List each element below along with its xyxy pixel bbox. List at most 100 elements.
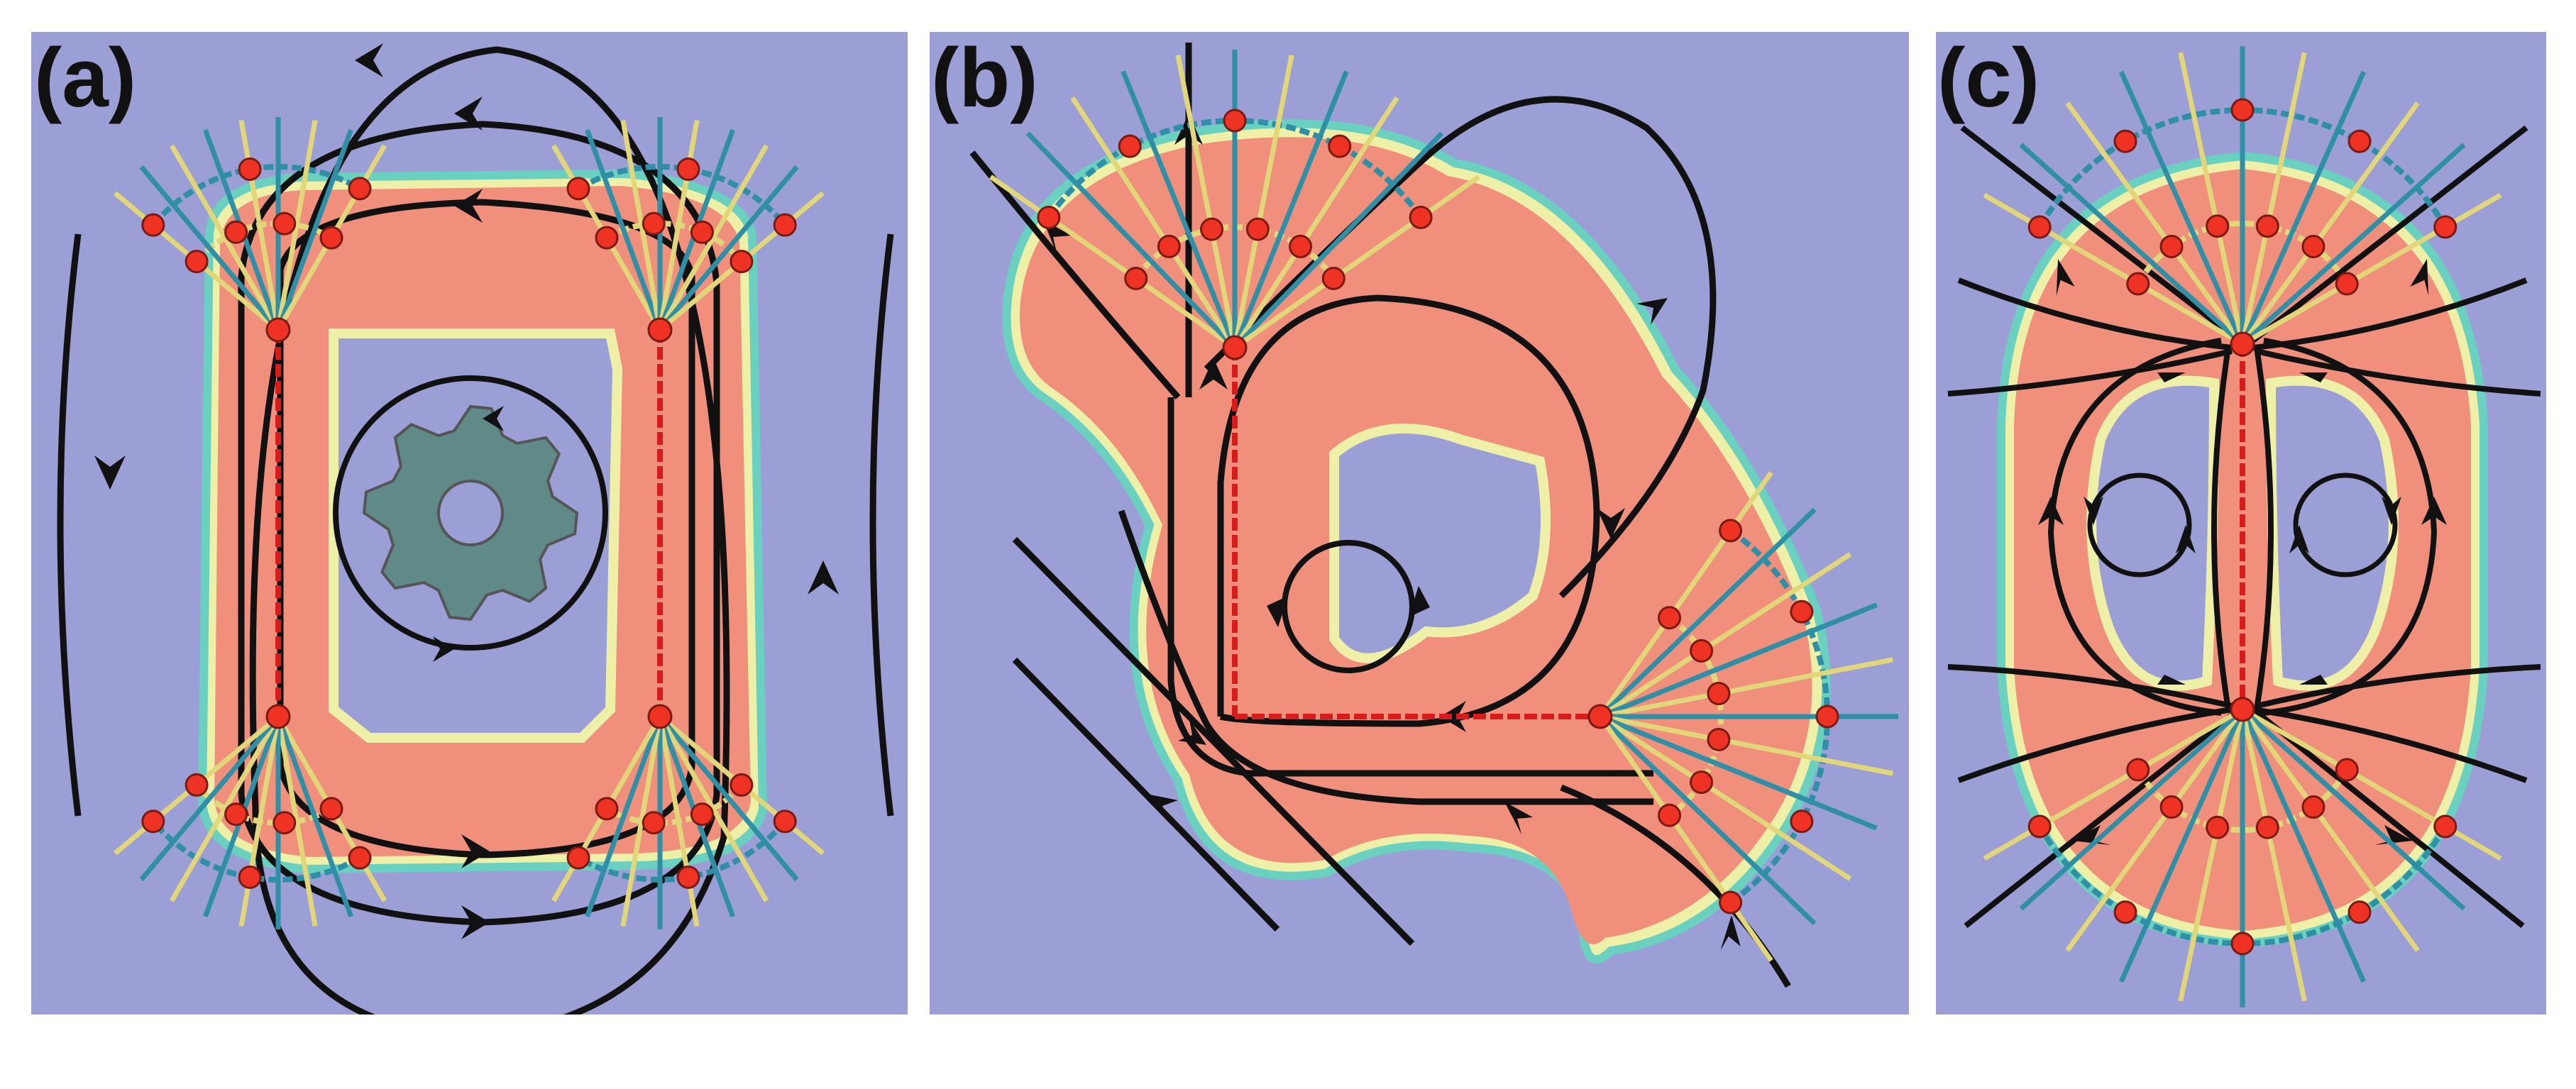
defect-node <box>2027 215 2052 239</box>
defect-lines-b <box>1232 348 1600 719</box>
defect-fans-c <box>1983 46 2502 1007</box>
fan-ray <box>1025 131 1237 350</box>
fan-ray <box>238 119 281 331</box>
defect-node <box>2255 815 2279 839</box>
defect-node-core <box>1587 704 1613 729</box>
panel-label-a: (a) <box>34 31 136 125</box>
defect-node <box>1719 519 1743 543</box>
defect-node <box>2335 758 2359 782</box>
fan-ray <box>2240 143 2466 346</box>
fan-ray <box>2118 708 2245 983</box>
fan-ray <box>2241 707 2502 861</box>
fan-ray <box>1232 55 1294 348</box>
panel-a: (a) <box>31 31 908 1015</box>
defect-node <box>1118 134 1142 158</box>
defect-fans-b <box>989 50 1898 963</box>
fan-ray <box>1599 552 1852 719</box>
defect-node-core <box>2230 331 2255 357</box>
defect-node <box>141 213 165 237</box>
defect-node <box>2255 214 2279 238</box>
fan-ray <box>1232 70 1349 349</box>
defect-node-core <box>2230 697 2255 722</box>
defect-node <box>1200 217 1224 241</box>
panel-label-c: (c) <box>1937 31 2040 125</box>
defect-node <box>1409 205 1433 229</box>
streamlines-c <box>1947 125 2541 929</box>
fan-ray <box>585 715 663 918</box>
defect-node <box>730 250 754 274</box>
fan-ray <box>1598 714 1773 963</box>
defect-node <box>773 213 797 237</box>
panel-b: (b) <box>930 32 1909 1015</box>
defect-node-core <box>265 704 291 729</box>
defect-node <box>2301 234 2325 258</box>
defect-node <box>1157 234 1181 258</box>
fan-ray <box>2178 52 2245 345</box>
defect-node <box>690 220 714 244</box>
defect-node <box>566 177 590 201</box>
defect-node <box>595 797 619 821</box>
defect-node <box>1223 109 1247 133</box>
defect-node <box>566 846 590 870</box>
defect-node <box>141 809 165 834</box>
defect-node <box>2301 795 2325 819</box>
fan-ray <box>275 119 318 331</box>
fan-ray <box>2240 708 2367 983</box>
fan-ray <box>657 144 769 331</box>
fan-ray <box>139 714 280 882</box>
defect-node <box>730 773 754 797</box>
fan-ray <box>658 165 799 332</box>
defect-node <box>1328 134 1352 158</box>
defect-node <box>1658 606 1682 630</box>
defect-node <box>185 773 209 797</box>
defect-node <box>238 866 262 890</box>
defect-node <box>1719 890 1743 914</box>
defect-node <box>224 802 248 827</box>
fan-ray <box>1233 131 1444 350</box>
fan-ray <box>585 128 663 331</box>
fan-arc <box>2135 221 2350 286</box>
fan-ray <box>169 144 281 331</box>
defect-node <box>2027 814 2052 839</box>
rotation-arrow-icon <box>1267 540 1430 673</box>
fan-ray <box>620 716 663 927</box>
fan-ray <box>1599 714 1852 881</box>
fan-ray <box>275 715 353 918</box>
defect-node-core <box>647 704 673 729</box>
fan-ray <box>2240 707 2466 911</box>
defect-node <box>2159 234 2184 258</box>
fan-ray <box>2240 709 2307 1002</box>
fan-ray <box>169 715 281 902</box>
fan-ray <box>1599 714 1878 831</box>
defect-fans-a <box>113 117 825 929</box>
defect-node <box>1790 809 1814 834</box>
defect-node <box>1707 727 1731 751</box>
twin-vortex-icon <box>2087 472 2398 577</box>
fan-ray <box>1599 602 1878 719</box>
defect-node <box>642 211 666 236</box>
fan-ray <box>2178 709 2245 1002</box>
fan-ray <box>1598 507 1817 719</box>
inner-hole-right <box>2265 375 2399 691</box>
defect-node <box>2347 129 2372 153</box>
defect-node <box>1690 770 1714 795</box>
fan-ray <box>275 128 353 331</box>
defect-node-core <box>1222 335 1248 360</box>
defect-node <box>1245 217 1270 241</box>
defect-node <box>690 802 714 827</box>
fan-ray <box>657 119 700 331</box>
fan-ray <box>2065 707 2245 952</box>
fan-ray <box>657 715 769 902</box>
fan-ray <box>238 716 281 927</box>
defect-node <box>642 811 666 835</box>
fan-ray <box>139 165 280 332</box>
defect-node <box>2433 215 2457 239</box>
defect-node <box>1790 599 1814 624</box>
fan-ray <box>620 119 663 331</box>
fan-ray <box>1233 96 1399 349</box>
panel-c: (c) <box>1936 31 2546 1015</box>
defect-node <box>2230 98 2255 122</box>
defect-node-core <box>265 317 291 343</box>
defect-node <box>773 809 797 834</box>
